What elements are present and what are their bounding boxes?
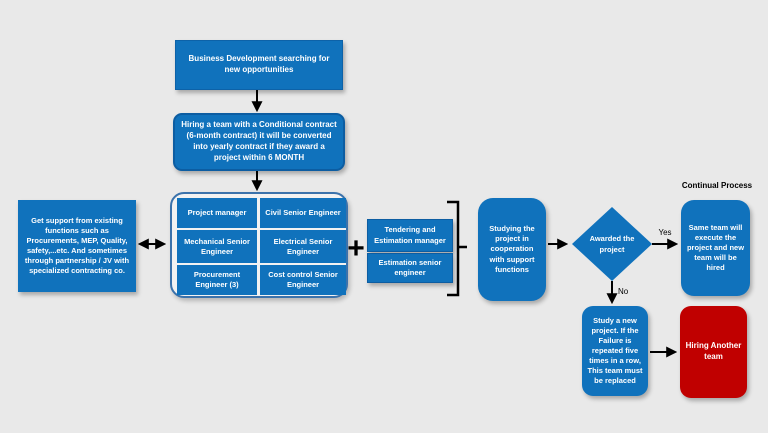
business-development-box: Business Development searching for new o… (175, 40, 343, 90)
plus-connector: + (347, 232, 365, 265)
team-member-civil-engineer: Civil Senior Engineer (260, 198, 346, 228)
tendering-manager-box: Tendering and Estimation manager (367, 219, 453, 252)
estimation-engineer-box: Estimation senior engineer (367, 253, 453, 283)
hiring-conditional-contract-box: Hiring a team with a Conditional contrac… (173, 113, 345, 171)
team-member-mechanical-engineer: Mechanical Senior Engineer (177, 230, 257, 263)
team-member-project-manager: Project manager (177, 198, 257, 228)
team-member-procurement-engineer: Procurement Engineer (3) (177, 265, 257, 295)
continual-process-label: Continual Process (681, 181, 753, 190)
team-group-box: Project manager Civil Senior Engineer Me… (170, 192, 348, 298)
team-member-electrical-engineer: Electrical Senior Engineer (260, 230, 346, 263)
yes-label: Yes (658, 228, 672, 237)
hiring-another-team-box: Hiring Another team (680, 306, 747, 398)
studying-project-box: Studying the project in cooperation with… (478, 198, 546, 301)
same-team-execute-box: Same team will execute the project and n… (681, 200, 750, 296)
team-member-cost-control-engineer: Cost control Senior Engineer (260, 265, 346, 295)
support-functions-box: Get support from existing functions such… (18, 200, 136, 292)
no-label: No (618, 287, 629, 296)
study-new-project-box: Study a new project. If the Failure is r… (582, 306, 648, 396)
awarded-project-diamond: Awarded the project (589, 234, 635, 254)
